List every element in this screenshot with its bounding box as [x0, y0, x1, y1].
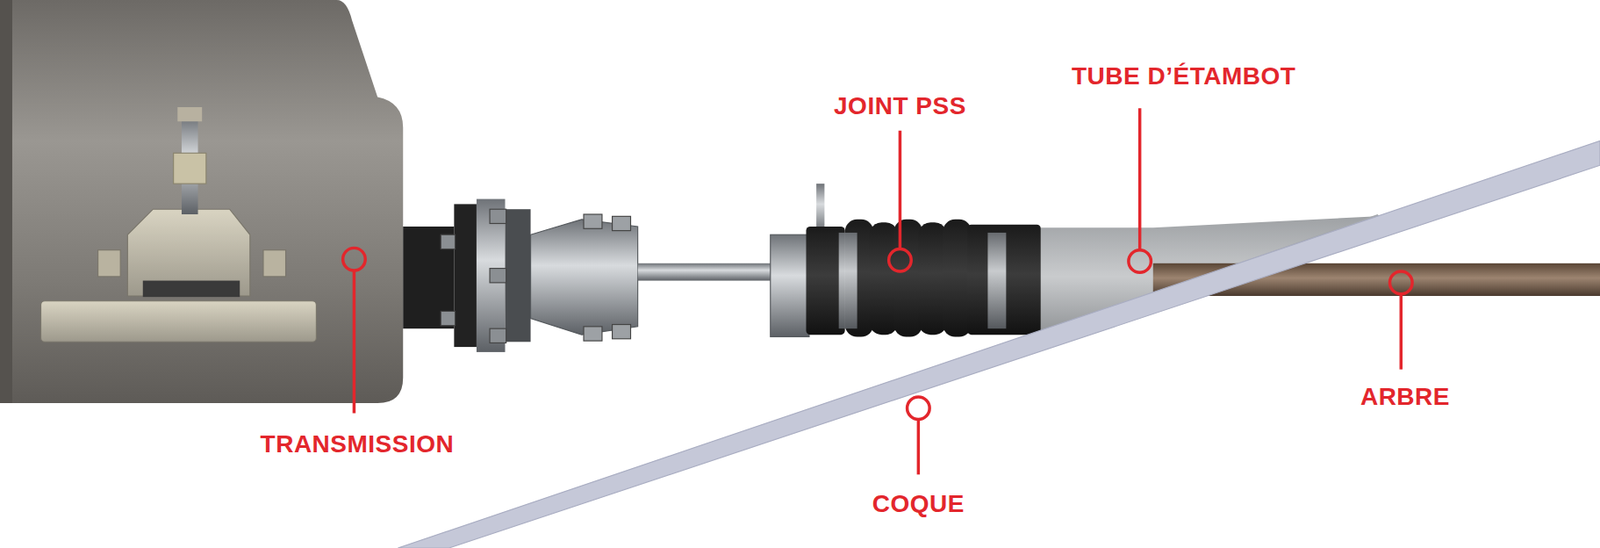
- part-label: TRANSMISSION: [260, 431, 455, 457]
- part-label: ARBRE: [1360, 384, 1450, 409]
- part-label: TUBE D’ÉTAMBOT: [1071, 64, 1296, 89]
- part-label: JOINT PSS: [833, 93, 967, 119]
- part-label: COQUE: [872, 491, 965, 517]
